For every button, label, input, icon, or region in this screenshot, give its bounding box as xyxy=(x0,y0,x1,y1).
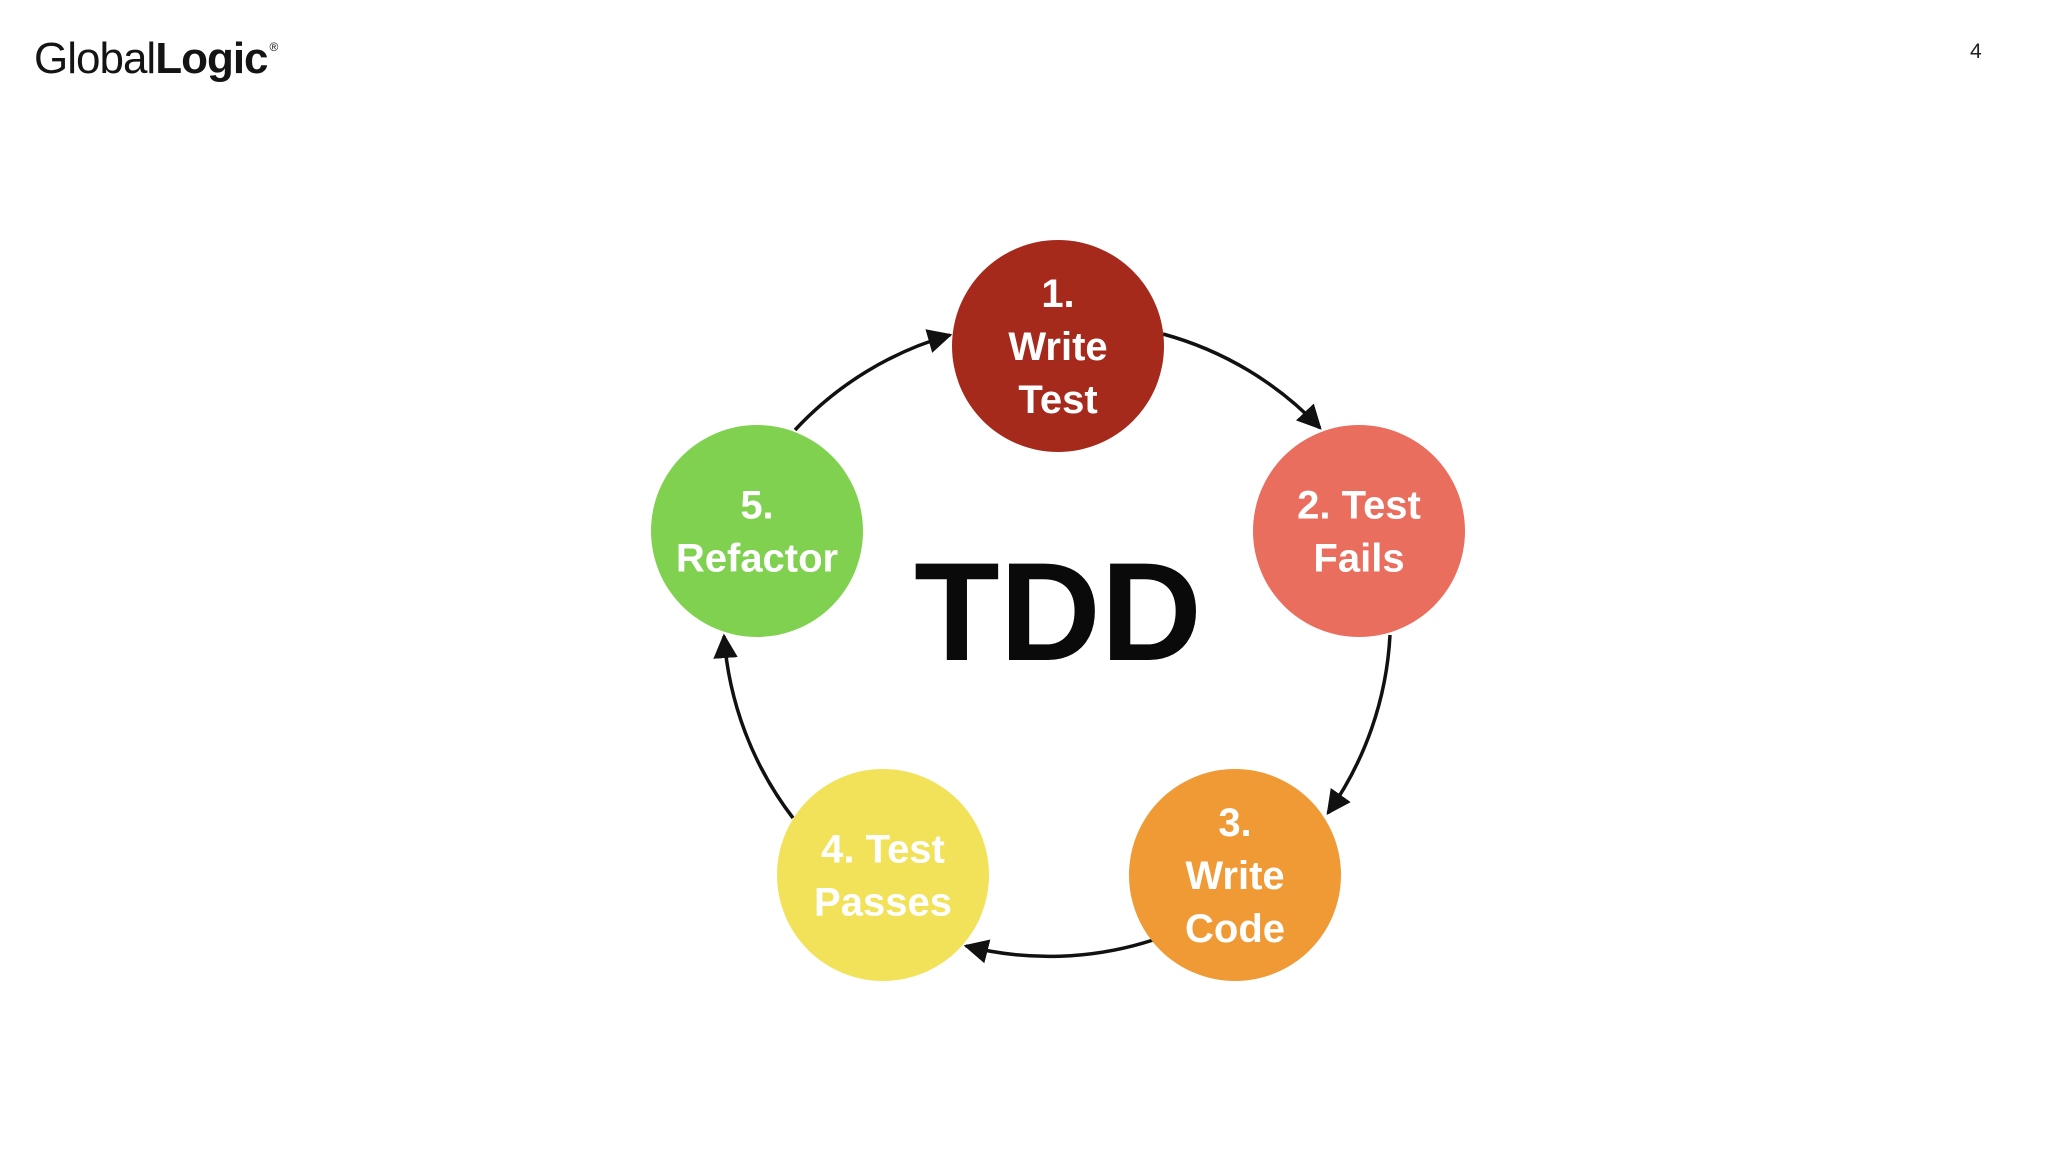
step-2-line-2: Fails xyxy=(1313,537,1404,581)
arrow-4-to-5 xyxy=(713,633,795,820)
step-1-line-1: 1. xyxy=(1041,272,1074,316)
page-number: 4 xyxy=(1970,40,1982,63)
step-node-refactor: 5. Refactor xyxy=(651,425,863,637)
step-3-line-3: Code xyxy=(1185,907,1285,951)
globallogic-logo: GlobalLogic® xyxy=(34,34,279,84)
step-circle-2 xyxy=(1253,425,1465,637)
step-label-5: 5. Refactor xyxy=(676,484,838,581)
logo-registered-mark: ® xyxy=(269,40,279,54)
step-5-line-1: 5. xyxy=(740,484,773,528)
step-3-line-2: Write xyxy=(1185,854,1284,898)
logo-text-light: Global xyxy=(34,34,156,83)
step-1-line-2: Write xyxy=(1008,325,1107,369)
logo-text-bold: Logic xyxy=(155,34,268,83)
step-circle-5 xyxy=(651,425,863,637)
center-label-tdd: TDD xyxy=(914,533,1202,690)
step-circle-1 xyxy=(952,240,1164,452)
step-circle-3 xyxy=(1129,769,1341,981)
step-2-line-1: 2. Test xyxy=(1297,484,1421,528)
step-5-line-2: Refactor xyxy=(676,537,838,581)
step-4-line-1: 4. Test xyxy=(821,828,945,872)
step-1-line-3: Test xyxy=(1018,378,1097,422)
step-circle-4 xyxy=(777,769,989,981)
arrow-3-to-4 xyxy=(963,938,1154,964)
arrow-2-to-3 xyxy=(1326,634,1392,815)
arrow-5-to-1 xyxy=(793,329,953,432)
step-3-line-1: 3. xyxy=(1218,801,1251,845)
step-4-line-2: Passes xyxy=(814,881,952,925)
arrow-1-to-2 xyxy=(1162,332,1322,430)
